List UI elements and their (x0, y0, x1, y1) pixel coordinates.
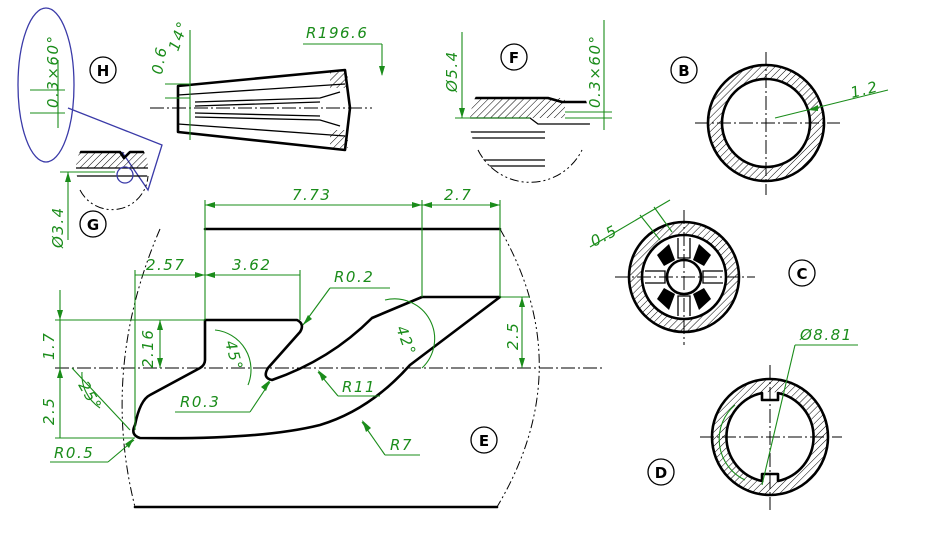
h-angle-dim: 14° (165, 18, 193, 53)
h-depth-dim: 0.6 (148, 45, 171, 76)
e-r05-dim: R0.5 (54, 444, 94, 462)
e-mid-dim: 3.62 (232, 256, 271, 274)
e-slot-profile (132, 295, 502, 440)
view-f: F Ø5.4 0.3×60° (443, 20, 612, 183)
label-circle-g (79, 210, 107, 238)
view-c: 0.5 C (587, 199, 816, 345)
view-label-d: D (655, 464, 667, 482)
label-circle-h (89, 56, 117, 84)
h-chamfer-dim: 0.3×60° (44, 34, 62, 108)
g-dia-dim: Ø3.4 (49, 206, 67, 249)
b-wall-dim: 1.2 (849, 78, 881, 102)
f-chamfer-dim: 0.3×60° (586, 34, 604, 108)
label-circle-c (788, 259, 816, 287)
view-g: Ø3.4 G (49, 150, 149, 249)
h-radius-dim: R196.6 (306, 24, 368, 42)
d-inner-profile (725, 391, 815, 483)
e-h216-dim: 2.16 (139, 329, 157, 368)
view-label-h: H (97, 62, 110, 80)
e-r11-dim: R11 (342, 378, 376, 396)
view-label-c: C (796, 265, 807, 283)
e-a25-dim: 25° (75, 378, 106, 414)
label-circle-e (470, 426, 498, 454)
f-dia-dim: Ø5.4 (443, 50, 461, 93)
label-circle-d (647, 458, 675, 486)
e-r02-dim: R0.2 (334, 268, 374, 286)
view-h: 0.3×60° H 0.6 14° R196.6 (17, 7, 385, 192)
d-dia-dim: Ø8.81 (799, 326, 853, 344)
detail-h-callout-ellipse (17, 7, 75, 163)
detail-h-leader (67, 107, 163, 192)
e-h25r-dim: 2.5 (504, 322, 522, 350)
view-d: Ø8.81 D (647, 326, 858, 510)
view-e: 7.73 2.7 2.57 3.62 R0.2 1.7 2.5 2.16 2.5 (40, 186, 605, 509)
label-circle-f (500, 43, 528, 71)
e-total-dim: 7.73 (292, 186, 331, 204)
e-h25l-dim: 2.5 (40, 397, 58, 425)
c-slot-dim: 0.5 (587, 221, 620, 250)
e-h17-dim: 1.7 (40, 332, 58, 360)
view-label-b: B (678, 62, 689, 80)
e-a42-dim: 42° (392, 323, 420, 358)
e-r03-dim: R0.3 (180, 393, 220, 411)
view-label-f: F (509, 49, 519, 67)
e-r7-dim: R7 (390, 436, 413, 454)
e-right-dim: 2.7 (444, 186, 472, 204)
view-label-e: E (479, 432, 489, 450)
e-left-dim: 2.57 (146, 256, 185, 274)
g-detail-boundary (79, 175, 149, 211)
h-cone-outline (176, 68, 352, 152)
e-a45-dim: 45° (221, 338, 246, 373)
view-label-g: G (87, 216, 99, 234)
view-b: B 1.2 (670, 52, 889, 195)
label-circle-b (670, 56, 698, 84)
